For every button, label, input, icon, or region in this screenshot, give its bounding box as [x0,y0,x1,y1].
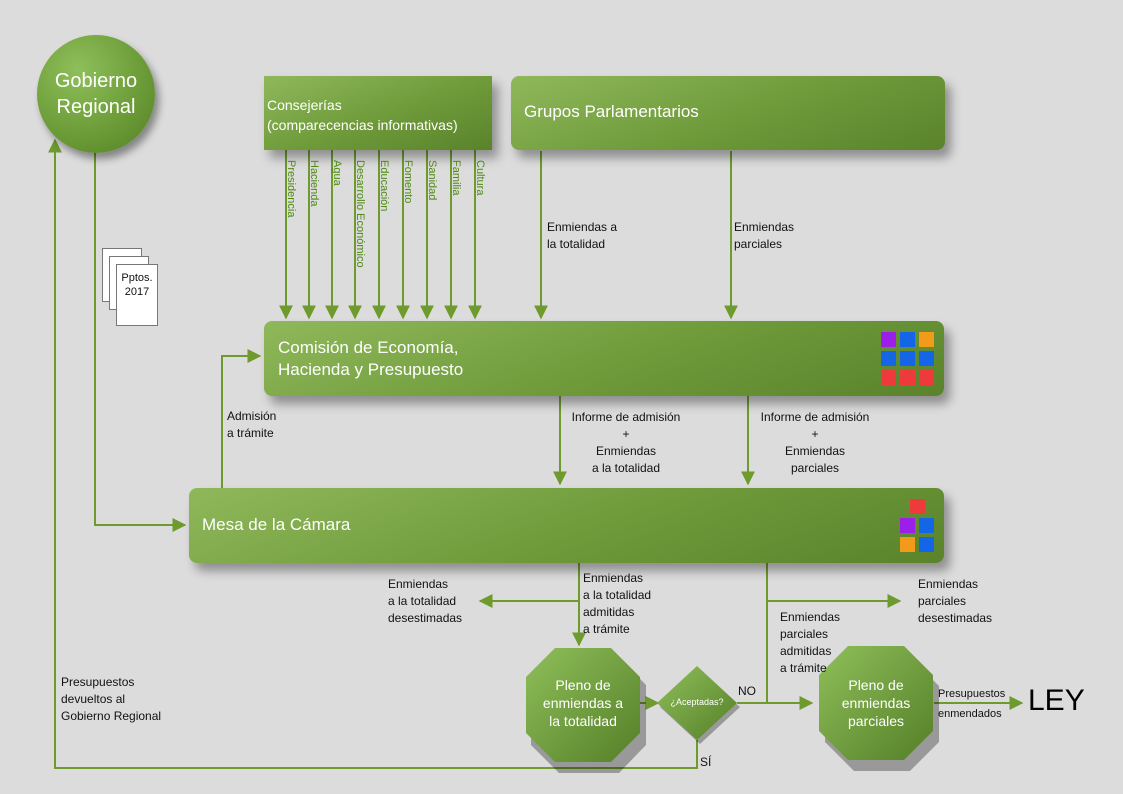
party-square [881,370,896,385]
consejeria-hacienda: Hacienda [308,160,320,207]
consejeria-fomento: Fomento [402,160,414,204]
document-label: Pptos. 2017 [121,272,153,298]
informe-totalidad-label: Informe de admisión + Enmiendas a la tot… [571,410,681,475]
parciales-admitidas-label: Enmiendas parciales admitidas a trámite [780,610,841,675]
gobierno-regional-node: Gobierno Regional [37,35,155,153]
mesa-camara-node: Mesa de la Cámara [189,488,944,563]
presupuestos-devueltos-label: Presupuestos devueltos al Gobierno Regio… [61,675,162,723]
pleno-totalidad-shape [526,648,646,773]
enmiendas-parciales-label: Enmiendas parciales [734,220,795,251]
party-square [900,332,915,347]
presupuestos-enmendados-label: Presupuestos enmendados [938,688,1006,720]
party-square [900,518,915,533]
admision-tramite-label: Admisión a trámite [227,409,277,440]
totalidad-admitidas-label: Enmiendas a la totalidad admitidas a trá… [583,571,652,636]
pleno-parciales-label: Pleno de enmiendas parciales [841,677,911,729]
party-square [900,370,915,385]
informe-parciales-label: Informe de admisión + Enmiendas parciale… [760,410,870,475]
document-icon-front: Pptos. 2017 [116,264,158,326]
si-label: SÍ [700,755,712,769]
no-label: NO [738,684,756,698]
grupos-parlamentarios-label: Grupos Parlamentarios [524,102,699,121]
gobierno-regional-label: Gobierno Regional [54,70,138,118]
party-square [919,351,934,366]
consejeria-agua: Agua [331,160,343,186]
party-square [919,518,934,533]
pleno-parciales-shape [819,646,939,771]
party-square [900,351,915,366]
consejeria-educacion: Educación [378,160,390,212]
party-square [881,351,896,366]
comision-label: Comisión de Economía, Hacienda y Presupu… [278,338,464,379]
party-square [919,537,934,552]
totalidad-desestimadas-label: Enmiendas a la totalidad desestimadas [388,577,463,625]
consejeria-presidencia: Presidencia [285,160,297,218]
consejeria-desarrollo: Desarrollo Económico [354,160,366,268]
consejeria-cultura: Cultura [474,160,486,196]
mesa-camara-label: Mesa de la Cámara [202,515,351,534]
grupos-parlamentarios-node: Grupos Parlamentarios [511,76,945,150]
party-square [919,332,934,347]
consejeria-sanidad: Sanidad [426,160,438,201]
party-square [910,499,925,514]
party-square [919,370,934,385]
party-square [881,332,896,347]
ley-label: LEY [1028,684,1085,717]
consejeria-familia: Familia [450,160,462,196]
enmiendas-totalidad-label: Enmiendas a la totalidad [547,220,618,251]
consejerias-label: Consejerías (comparecencias informativas… [267,97,458,133]
consejerias-node: Consejerías (comparecencias informativas… [264,76,492,150]
aceptadas-label: ¿Aceptadas? [670,697,724,707]
party-square [900,537,915,552]
aceptadas-diamond-shape [657,666,740,744]
comision-node: Comisión de Economía, Hacienda y Presupu… [264,321,944,396]
parciales-desestimadas-label: Enmiendas parciales desestimadas [918,577,993,625]
pleno-totalidad-label: Pleno de enmiendas a la totalidad [542,677,624,729]
